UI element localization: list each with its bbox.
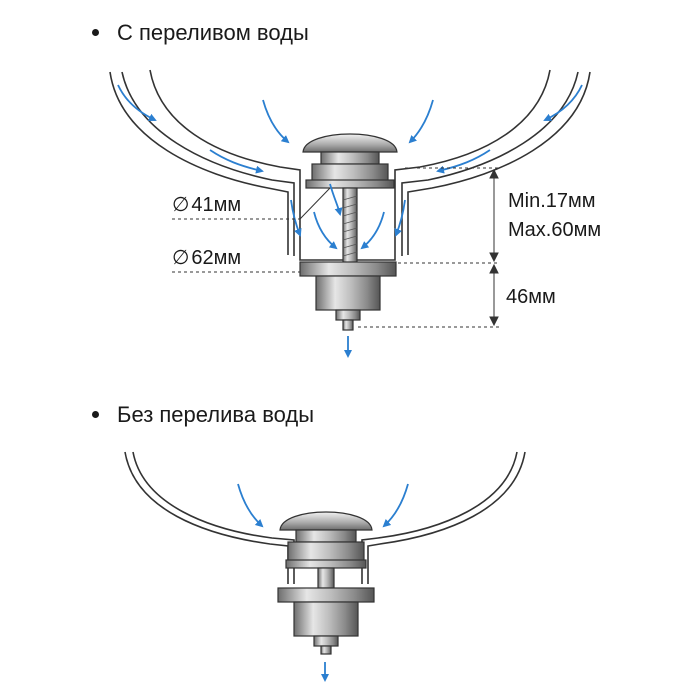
flow-arrows-bottom <box>237 483 409 682</box>
flow-arrow <box>237 483 264 528</box>
valve-tailpiece <box>342 319 354 331</box>
overflow-channel-wall <box>121 71 295 256</box>
basin-outer-wall <box>367 451 526 584</box>
leader-41-pointer <box>299 187 331 220</box>
basin-inner-wall <box>132 451 295 584</box>
valve-body-upper <box>287 541 365 563</box>
caption-without-overflow-text: Без перелива воды <box>117 402 315 427</box>
label-diameter-41: ∅41мм <box>172 192 241 217</box>
flow-arrow <box>313 211 338 250</box>
flow-arrow <box>329 183 343 216</box>
dim-arrowhead <box>489 168 499 179</box>
bullet-icon <box>92 28 99 36</box>
label-min-height: Min.17мм <box>508 190 596 212</box>
flow-arrow <box>262 99 290 144</box>
drain-valve-bottom <box>277 511 375 655</box>
dim-arrowhead <box>489 263 499 274</box>
valve-nut <box>299 261 397 277</box>
drain-valve-top <box>299 133 398 331</box>
dim-arrowhead <box>489 252 499 263</box>
caption-without-overflow: Без перелива воды <box>92 402 314 428</box>
basin-outer-wall <box>109 71 289 255</box>
diameter-symbol: ∅ <box>172 245 190 269</box>
flow-arrow <box>436 149 491 174</box>
valve-stem <box>342 187 358 269</box>
flow-arrow <box>408 99 434 144</box>
valve-stem <box>317 567 335 589</box>
flow-arrow <box>117 84 157 122</box>
basin-outer-wall <box>407 71 591 255</box>
caption-with-overflow: С переливом воды <box>92 20 309 46</box>
valve-collar <box>320 151 380 165</box>
flow-arrow <box>394 199 406 237</box>
valve-nut <box>277 587 375 603</box>
valve-cap <box>279 511 373 531</box>
valve-cap <box>302 133 398 153</box>
overflow-channel-wall <box>401 71 579 256</box>
label-diameter-62-text: 62мм <box>191 247 242 269</box>
flow-arrow <box>209 149 264 174</box>
flow-arrow <box>290 199 302 237</box>
label-diameter-41-text: 41мм <box>191 194 242 216</box>
flow-arrow <box>360 211 385 250</box>
valve-outlet <box>335 309 361 321</box>
valve-outlet <box>313 635 339 647</box>
label-max-height: Max.60мм <box>508 219 602 241</box>
valve-tailpiece <box>320 645 332 655</box>
bullet-icon <box>92 410 99 418</box>
valve-body-lower <box>315 275 381 311</box>
dim-arrowhead <box>489 316 499 327</box>
label-diameter-62: ∅62мм <box>172 245 241 270</box>
dimension-lines <box>172 167 500 328</box>
flow-arrow <box>543 84 583 122</box>
basin-inner-wall <box>361 451 518 584</box>
valve-collar <box>295 529 357 543</box>
valve-body-lower <box>293 601 359 637</box>
flow-arrow <box>382 483 409 528</box>
basin-outer-wall <box>124 451 289 584</box>
label-valve-height: 46мм <box>506 286 556 308</box>
diameter-symbol: ∅ <box>172 192 190 216</box>
basin-without-overflow <box>124 451 526 584</box>
valve-body-upper <box>311 163 389 183</box>
valve-flange <box>285 559 367 569</box>
valve-flange <box>305 179 395 189</box>
caption-with-overflow-text: С переливом воды <box>117 20 309 45</box>
